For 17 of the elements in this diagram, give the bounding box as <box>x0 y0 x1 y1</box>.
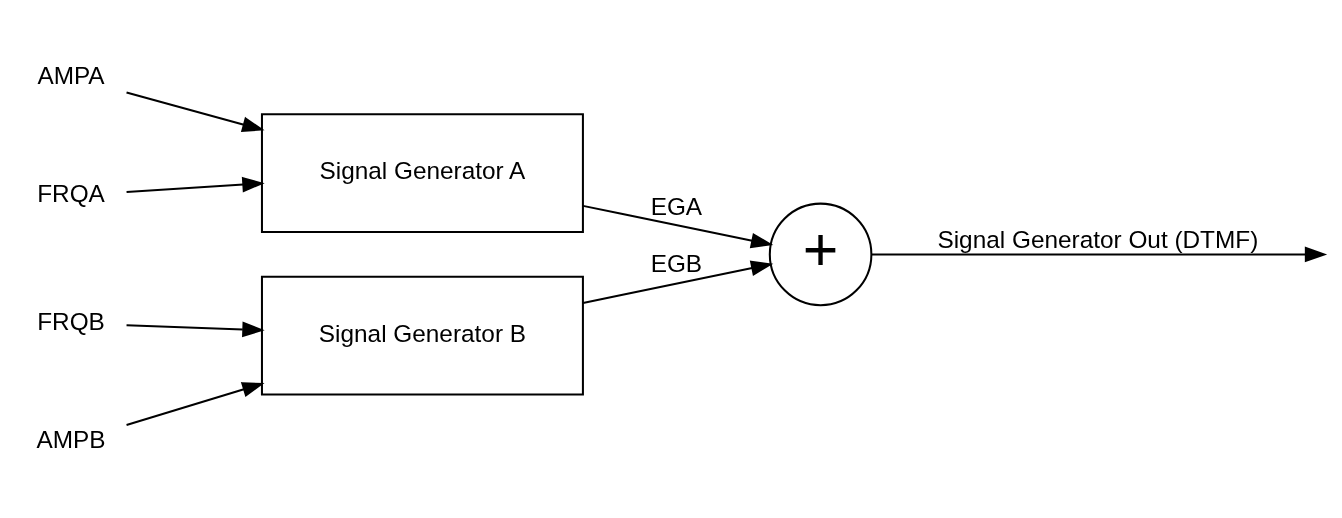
node-circle: + <box>768 202 873 306</box>
arrow <box>126 321 265 337</box>
arrow <box>582 260 774 304</box>
node-text: AMPA <box>37 61 105 89</box>
arrow <box>582 204 774 248</box>
arrow <box>126 176 265 193</box>
edge-label: EGA <box>650 192 703 220</box>
node-text: FRQB <box>37 307 105 335</box>
arrow <box>126 90 265 132</box>
node-text: FRQA <box>37 179 105 207</box>
arrow <box>871 246 1328 262</box>
node-text: AMPB <box>36 425 106 453</box>
edge-label: EGB <box>650 249 703 277</box>
node-box: Signal Generator A <box>260 112 584 233</box>
arrow <box>126 381 265 426</box>
node-box: Signal Generator B <box>260 275 584 396</box>
edge-label: Signal Generator Out (DTMF) <box>937 225 1259 253</box>
